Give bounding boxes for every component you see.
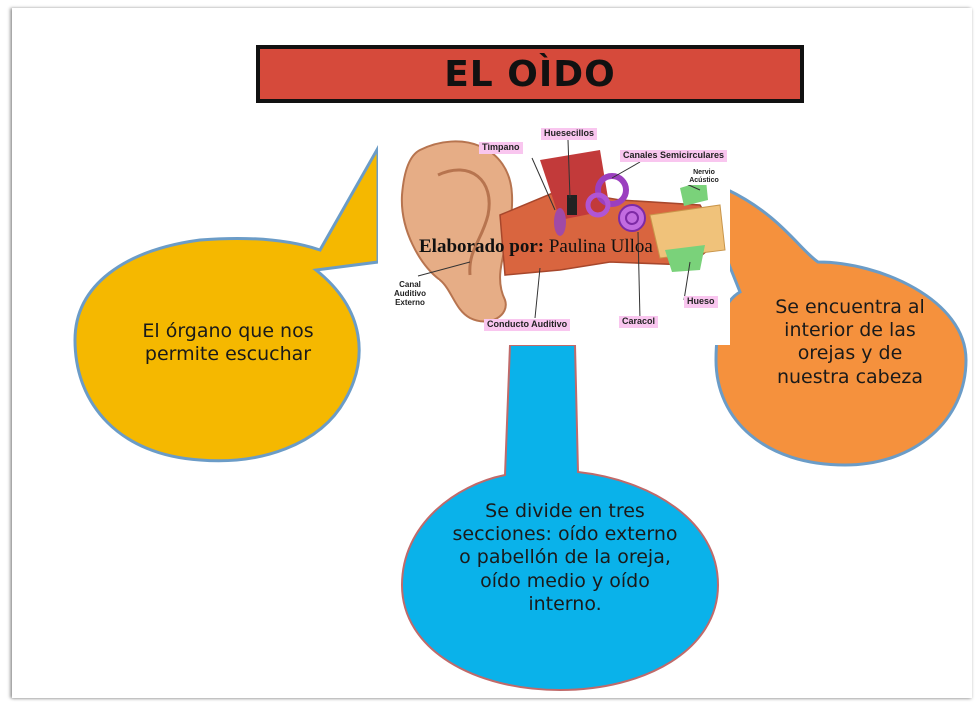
label-hueso: Hueso — [684, 296, 718, 308]
semicircular-canal-1 — [595, 173, 629, 207]
leader-hueso — [683, 261, 691, 301]
label-huesecillos: Huesecillos — [541, 128, 598, 140]
semicircular-canal-2 — [585, 192, 611, 218]
ear-fold-line — [437, 168, 491, 276]
bottom-bubble-text: Se divide en tres secciones: oído extern… — [452, 500, 678, 615]
right-speech-bubble — [714, 187, 968, 467]
leader-conducto — [534, 267, 541, 319]
label-canales: Canales Semicirculares — [620, 150, 728, 162]
label-canal-auditivo: Canal Auditivo Externo — [381, 280, 439, 309]
bone-shape — [649, 204, 726, 259]
leader-timpano — [531, 157, 556, 211]
leader-canal-auditivo — [417, 261, 471, 277]
leader-huesecillos — [567, 139, 571, 199]
left-bubble-text: El órgano que nos permite escuchar — [142, 320, 314, 366]
leader-caracol — [637, 231, 641, 321]
author-credit: Elaborado por: Paulina Ulloa — [419, 236, 653, 258]
ossicles-shape — [567, 195, 577, 215]
right-bubble-text: Se encuentra al interior de las orejas y… — [775, 296, 925, 388]
leader-canales — [611, 161, 641, 179]
page-title: EL OÌDO — [444, 53, 616, 95]
bottom-speech-bubble — [400, 344, 720, 692]
nerve-top-shape — [680, 180, 708, 206]
title-banner: EL OÌDO — [256, 45, 804, 103]
cochlea-spiral — [625, 211, 639, 225]
cochlea-shape — [618, 204, 646, 232]
eardrum-shape — [554, 208, 566, 236]
nerve-shape — [665, 245, 705, 272]
bottom-bubble-shape — [400, 344, 720, 692]
label-caracol: Caracol — [619, 316, 659, 328]
credit-label: Elaborado por: — [419, 236, 545, 257]
label-timpano: Tìmpano — [479, 142, 523, 154]
middle-ear-wall — [540, 150, 610, 220]
label-conducto: Conducto Auditivo — [484, 319, 571, 331]
right-bubble-shape — [714, 187, 968, 467]
left-speech-bubble — [73, 142, 380, 463]
label-nervio: Nervio Acústico — [682, 168, 726, 186]
credit-name: Paulina Ulloa — [548, 236, 653, 257]
left-bubble-shape — [73, 142, 380, 463]
